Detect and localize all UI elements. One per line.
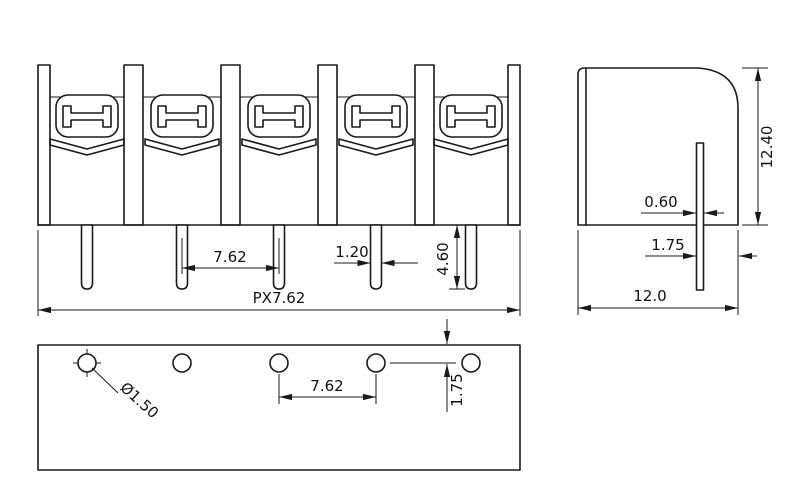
- barrier-wall: [220, 64, 241, 226]
- dim-label-pin-length: 4.60: [434, 242, 452, 275]
- dim-label-hole-pitch: 7.62: [310, 377, 343, 395]
- screw-terminal: [49, 94, 125, 156]
- extension-lines: [37, 230, 521, 316]
- mounting-hole: [172, 353, 192, 373]
- barrier-wall: [414, 64, 435, 226]
- screw-terminal: [338, 94, 414, 156]
- side-body-outline: [577, 67, 739, 226]
- side-view: [577, 67, 739, 291]
- screw-terminal: [144, 94, 220, 156]
- dim-label-pin-width: 1.20: [335, 243, 368, 261]
- side-solder-pin: [695, 142, 705, 291]
- solder-pin: [80, 224, 94, 290]
- solder-pin: [464, 224, 478, 290]
- barrier-wall: [123, 64, 144, 226]
- barrier-wall: [37, 64, 51, 226]
- mounting-hole: [269, 353, 289, 373]
- dim-label-row-offset: 1.75: [448, 373, 466, 406]
- extension-lines: [577, 230, 739, 315]
- screw-terminal: [241, 94, 317, 156]
- bottom-view: Ø1.50: [37, 344, 521, 471]
- side-view-dimensions: 12.40 0.60 1.75 12.0: [577, 67, 776, 315]
- barrier-wall: [317, 64, 338, 226]
- mounting-hole: [461, 353, 481, 373]
- solder-pin: [369, 224, 383, 290]
- dim-label-total-width: PX7.62: [253, 289, 306, 307]
- barrier-wall: [507, 64, 521, 226]
- screw-terminal: [433, 94, 509, 156]
- dim-label-front-pitch: 7.62: [213, 248, 246, 266]
- dim-label-height: 12.40: [758, 126, 776, 169]
- front-view-dimensions: 7.62 1.20 4.60 PX7.62: [37, 225, 521, 316]
- mounting-hole: [77, 353, 97, 373]
- mounting-hole: [366, 353, 386, 373]
- front-view: [37, 64, 521, 290]
- dim-label-depth: 12.0: [633, 287, 666, 305]
- bottom-view-dimensions: 7.62 1.75: [278, 319, 466, 412]
- dim-label-pin-offset: 1.75: [651, 236, 684, 254]
- dim-label-pin-thickness: 0.60: [644, 193, 677, 211]
- leader-line: [91, 367, 119, 394]
